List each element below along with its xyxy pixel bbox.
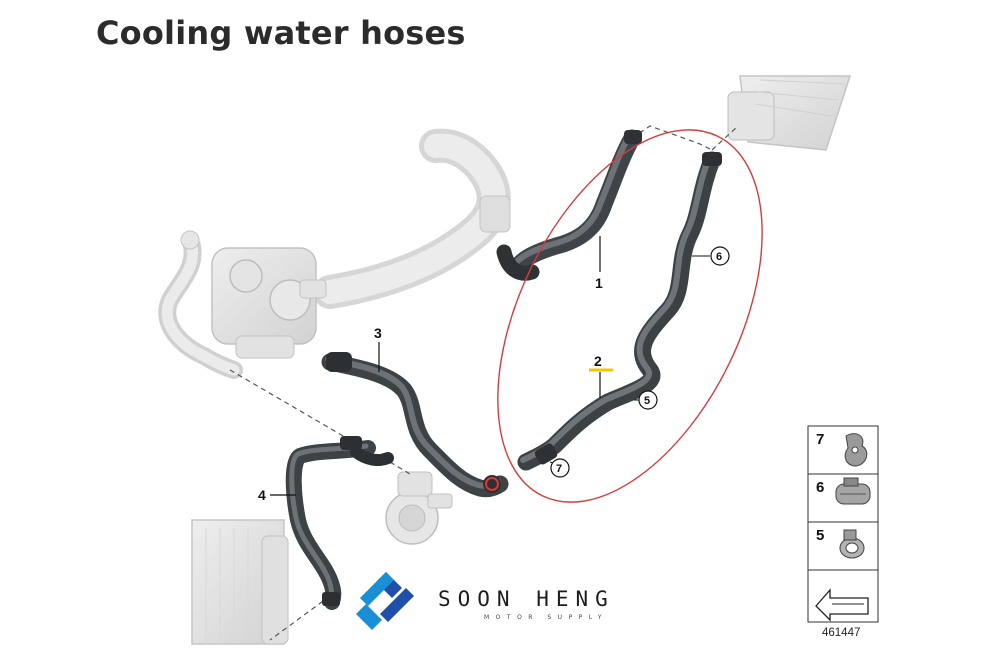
brand-logo — [356, 572, 414, 630]
engine-background-parts — [158, 75, 852, 645]
hose-1 — [496, 129, 642, 281]
legend-item-7: 7 — [816, 431, 868, 467]
auxiliary-water-pump — [385, 471, 453, 545]
clip-icon — [844, 433, 868, 467]
svg-text:3: 3 — [374, 325, 382, 341]
svg-text:7: 7 — [556, 463, 562, 475]
svg-text:5: 5 — [644, 395, 650, 407]
expansion-tank — [727, 75, 852, 151]
brand-tagline: MOTOR SUPPLY — [484, 614, 608, 621]
svg-text:6: 6 — [716, 251, 722, 263]
radiator — [191, 519, 289, 645]
svg-text:4: 4 — [258, 487, 266, 503]
svg-text:2: 2 — [594, 353, 602, 369]
thermostat-housing — [211, 247, 327, 359]
hose-4 — [285, 436, 394, 610]
svg-text:6: 6 — [816, 479, 824, 496]
svg-text:5: 5 — [816, 527, 824, 544]
legend-item-6: 6 — [816, 477, 871, 505]
circled-callout-6: 6 — [692, 246, 730, 266]
brand-name: SOON HENG — [438, 587, 615, 611]
hose-clamp-icon — [835, 477, 871, 505]
legend-item-5: 5 — [816, 527, 865, 559]
callout-2: 2 — [589, 353, 613, 398]
callout-1: 1 — [595, 236, 603, 291]
circled-callout-7: 7 — [549, 458, 570, 478]
connector-highlight — [485, 477, 499, 491]
hose-2 — [517, 151, 722, 471]
legend-panel: 7 6 5 — [807, 425, 879, 623]
diagram-number: 461447 — [822, 627, 860, 639]
svg-text:7: 7 — [816, 431, 824, 448]
spring-clamp-icon — [839, 529, 865, 559]
highlight-ellipse — [497, 129, 763, 503]
callout-3: 3 — [374, 325, 382, 372]
callout-4: 4 — [258, 487, 296, 503]
svg-text:1: 1 — [595, 275, 603, 291]
arrow-icon — [815, 588, 869, 622]
page-title: Cooling water hoses — [96, 14, 466, 52]
circled-callout-5: 5 — [634, 390, 658, 410]
